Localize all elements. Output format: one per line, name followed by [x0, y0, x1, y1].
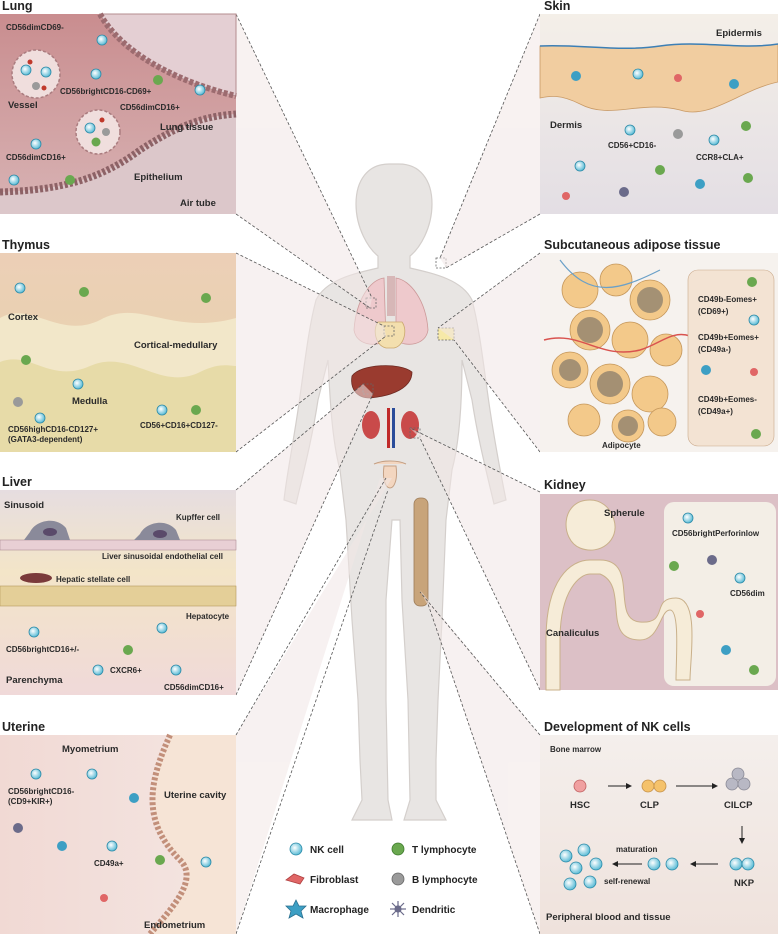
b-lymphocyte-icon [391, 872, 405, 886]
uterine-title: Uterine [2, 720, 45, 734]
uterine-label-cd56bright-line2: (CD9+KIR+) [8, 797, 53, 806]
development-label-peripheral: Peripheral blood and tissue [546, 912, 671, 923]
skin-title: Skin [544, 0, 570, 13]
fibroblast-icon [285, 873, 305, 885]
liver-label-sinusoid: Sinusoid [4, 500, 44, 511]
nk-cell-icon [289, 842, 303, 856]
liver-label-kupffer: Kupffer cell [176, 513, 220, 522]
t-lymphocyte-icon [391, 842, 405, 856]
liver-label-lsec: Liver sinusoidal endothelial cell [102, 552, 223, 561]
uterine-label-cd49a: CD49a+ [94, 859, 124, 868]
legend-item-t-lymphocyte: T lymphocyte [391, 842, 477, 856]
legend-item-macrophage: Macrophage [285, 899, 369, 919]
skin-label-ccr8-cla: CCR8+CLA+ [696, 153, 744, 162]
panel-development: Development of NK cells Bone marrow HSC … [540, 720, 778, 934]
legend-item-nk-cell: NK cell [289, 842, 344, 856]
panel-adipose: Subcutaneous adipose tissue CD49b-Eomes+… [540, 238, 778, 452]
liver-label-parenchyma: Parenchyma [6, 675, 63, 686]
development-label-maturation: maturation [616, 845, 657, 854]
thymus-title: Thymus [2, 238, 50, 252]
lung-label-cd56bright-cd16-cd69: CD56brightCD16-CD69+ [60, 87, 152, 96]
panel-kidney: Kidney Spherule CD56brightPerforinlow CD… [540, 478, 778, 691]
legend-label-nk-cell: NK cell [310, 845, 344, 856]
legend-item-fibroblast: Fibroblast [285, 873, 359, 886]
development-title: Development of NK cells [544, 720, 691, 734]
lung-label-cd56dim-cd16-top: CD56dimCD16+ [120, 103, 180, 112]
development-label-hsc: HSC [570, 800, 590, 811]
lung-label-cd56dim-cd16-left: CD56dimCD16+ [6, 153, 66, 162]
thymus-label-medulla: Medulla [72, 396, 108, 407]
lung-label-air-tube: Air tube [180, 198, 216, 209]
kidney-title: Kidney [544, 478, 586, 492]
legend-label-fibroblast: Fibroblast [310, 875, 359, 886]
adipose-label-a3-line1: CD49b+Eomes- [698, 395, 757, 404]
liver-label-cxcr6: CXCR6+ [110, 666, 142, 675]
panel-skin: Skin Epidermis Dermis CD56+CD16- CCR8+CL… [539, 0, 778, 214]
thymus-label-cd56high-line2: (GATA3-dependent) [8, 435, 83, 444]
adipose-label-a1-line2: (CD69+) [698, 307, 729, 316]
adipose-label-a1-line1: CD49b-Eomes+ [698, 295, 757, 304]
thymus-label-cd56high-line1: CD56highCD16-CD127+ [8, 425, 98, 434]
panel-lung: Lung CD56dimCD69- Vessel CD56brightCD16-… [0, 0, 237, 214]
uterine-label-myometrium: Myometrium [62, 744, 118, 755]
liver-label-cd56dim-cd16: CD56dimCD16+ [164, 683, 224, 692]
adipose-label-a2-line1: CD49b+Eomes+ [698, 333, 759, 342]
uterine-label-endometrium: Endometrium [144, 920, 205, 931]
connector-beams [236, 14, 540, 934]
legend-item-dendritic: Dendritic [390, 901, 456, 917]
panel-liver: Liver Sinusoid Kupffer cell Liver sinuso… [0, 475, 237, 695]
dendritic-icon [390, 901, 406, 917]
thymus-label-cortex: Cortex [8, 312, 39, 323]
liver-label-cd56bright-cd16: CD56brightCD16+/- [6, 645, 79, 654]
legend: NK cell T lymphocyte Fibroblast B lympho… [285, 842, 478, 919]
lung-label-vessel: Vessel [8, 100, 38, 111]
development-label-nkp: NKP [734, 878, 755, 889]
uterine-label-uterine-cavity: Uterine cavity [164, 790, 227, 801]
macrophage-icon [285, 899, 307, 919]
legend-label-macrophage: Macrophage [310, 905, 369, 916]
skin-label-dermis: Dermis [550, 120, 582, 131]
kidney-label-cd56dim: CD56dim [730, 589, 765, 598]
panel-thymus: Thymus Cortex Cortical-medullary Medulla… [0, 238, 236, 452]
liver-label-stellate: Hepatic stellate cell [56, 575, 130, 584]
thymus-label-cortical-medullary: Cortical-medullary [134, 340, 218, 351]
uterine-label-cd56bright-line1: CD56brightCD16- [8, 787, 75, 796]
thymus-label-cd56-cd16-cd127: CD56+CD16+CD127- [140, 421, 218, 430]
liver-title: Liver [2, 475, 32, 489]
lung-label-lung-tissue: Lung tissue [160, 122, 213, 133]
panel-uterine: Uterine Myometrium Uterine cavity CD56br… [0, 720, 236, 936]
skin-label-epidermis: Epidermis [716, 28, 762, 39]
legend-label-t-lymphocyte: T lymphocyte [412, 845, 477, 856]
adipose-label-a3-line2: (CD49a+) [698, 407, 733, 416]
kidney-label-perforin: CD56brightPerforinlow [672, 529, 760, 538]
kidney-label-spherule: Spherule [604, 508, 645, 519]
development-label-self-renewal: self-renewal [604, 877, 650, 886]
legend-item-b-lymphocyte: B lymphocyte [391, 872, 478, 886]
development-label-cilcp: CILCP [724, 800, 753, 811]
lung-label-cd56dim-cd69: CD56dimCD69- [6, 23, 64, 32]
development-label-clp: CLP [640, 800, 660, 811]
lung-title: Lung [2, 0, 33, 13]
adipose-label-a2-line2: (CD49a-) [698, 345, 731, 354]
adipose-title: Subcutaneous adipose tissue [544, 238, 720, 252]
connector-lines [235, 13, 541, 935]
development-label-bone-marrow: Bone marrow [550, 745, 602, 754]
legend-label-dendritic: Dendritic [412, 905, 456, 916]
adipose-label-adipocyte: Adipocyte [602, 441, 641, 450]
skin-label-cd56-cd16: CD56+CD16- [608, 141, 657, 150]
liver-label-hepatocyte: Hepatocyte [186, 612, 230, 621]
legend-label-b-lymphocyte: B lymphocyte [412, 875, 478, 886]
lung-label-epithelium: Epithelium [134, 172, 183, 183]
kidney-label-canaliculus: Canaliculus [546, 628, 599, 639]
